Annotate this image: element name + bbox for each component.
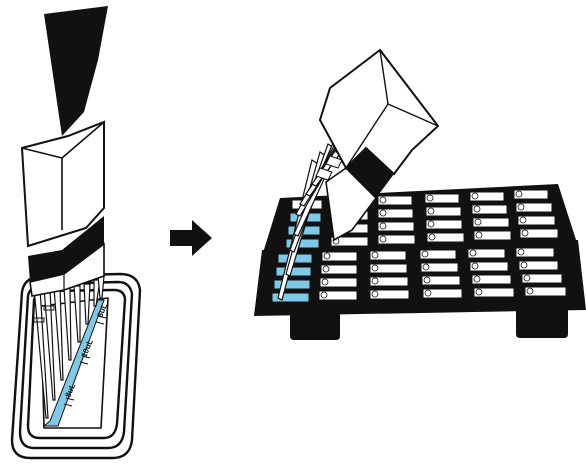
well-circle	[324, 253, 330, 259]
well-circle	[422, 251, 428, 257]
well-circle	[380, 197, 386, 203]
well-circle	[474, 206, 480, 212]
well-circle	[521, 262, 527, 268]
well-circle	[470, 250, 476, 256]
well-circle	[518, 249, 524, 255]
well-circle	[372, 291, 378, 297]
well-circle	[522, 230, 528, 236]
well-circle	[520, 217, 526, 223]
plate-scene	[254, 50, 586, 340]
well-circle	[372, 265, 378, 271]
well-circle	[425, 290, 431, 296]
well-circle	[516, 191, 522, 197]
well-circle	[475, 219, 481, 225]
well-circle	[372, 278, 378, 284]
well-circle	[428, 221, 434, 227]
well-circle	[472, 263, 478, 269]
reservoir-scene: 8uL 10uL 8uL	[12, 6, 140, 458]
well-circle	[428, 208, 434, 214]
pipette-handle	[44, 6, 108, 136]
well-circle	[524, 275, 530, 281]
well	[276, 267, 311, 276]
well-circle	[380, 210, 386, 216]
well-circle	[372, 252, 378, 258]
well-circle	[380, 236, 386, 242]
well	[274, 280, 310, 289]
well-circle	[322, 279, 328, 285]
well-circle	[518, 204, 524, 210]
right-arrow-icon	[170, 220, 212, 256]
well-circle	[423, 264, 429, 270]
well-circle	[527, 288, 533, 294]
well-circle	[380, 223, 386, 229]
well-circle	[321, 292, 327, 298]
well-circle	[472, 193, 478, 199]
well-circle	[323, 266, 329, 272]
well-circle	[424, 277, 430, 283]
well-circle	[476, 289, 482, 295]
well-circle	[474, 276, 480, 282]
well-circle	[429, 234, 435, 240]
well-circle	[427, 195, 433, 201]
well-circle	[476, 232, 482, 238]
multichannel-pipette	[22, 6, 108, 296]
